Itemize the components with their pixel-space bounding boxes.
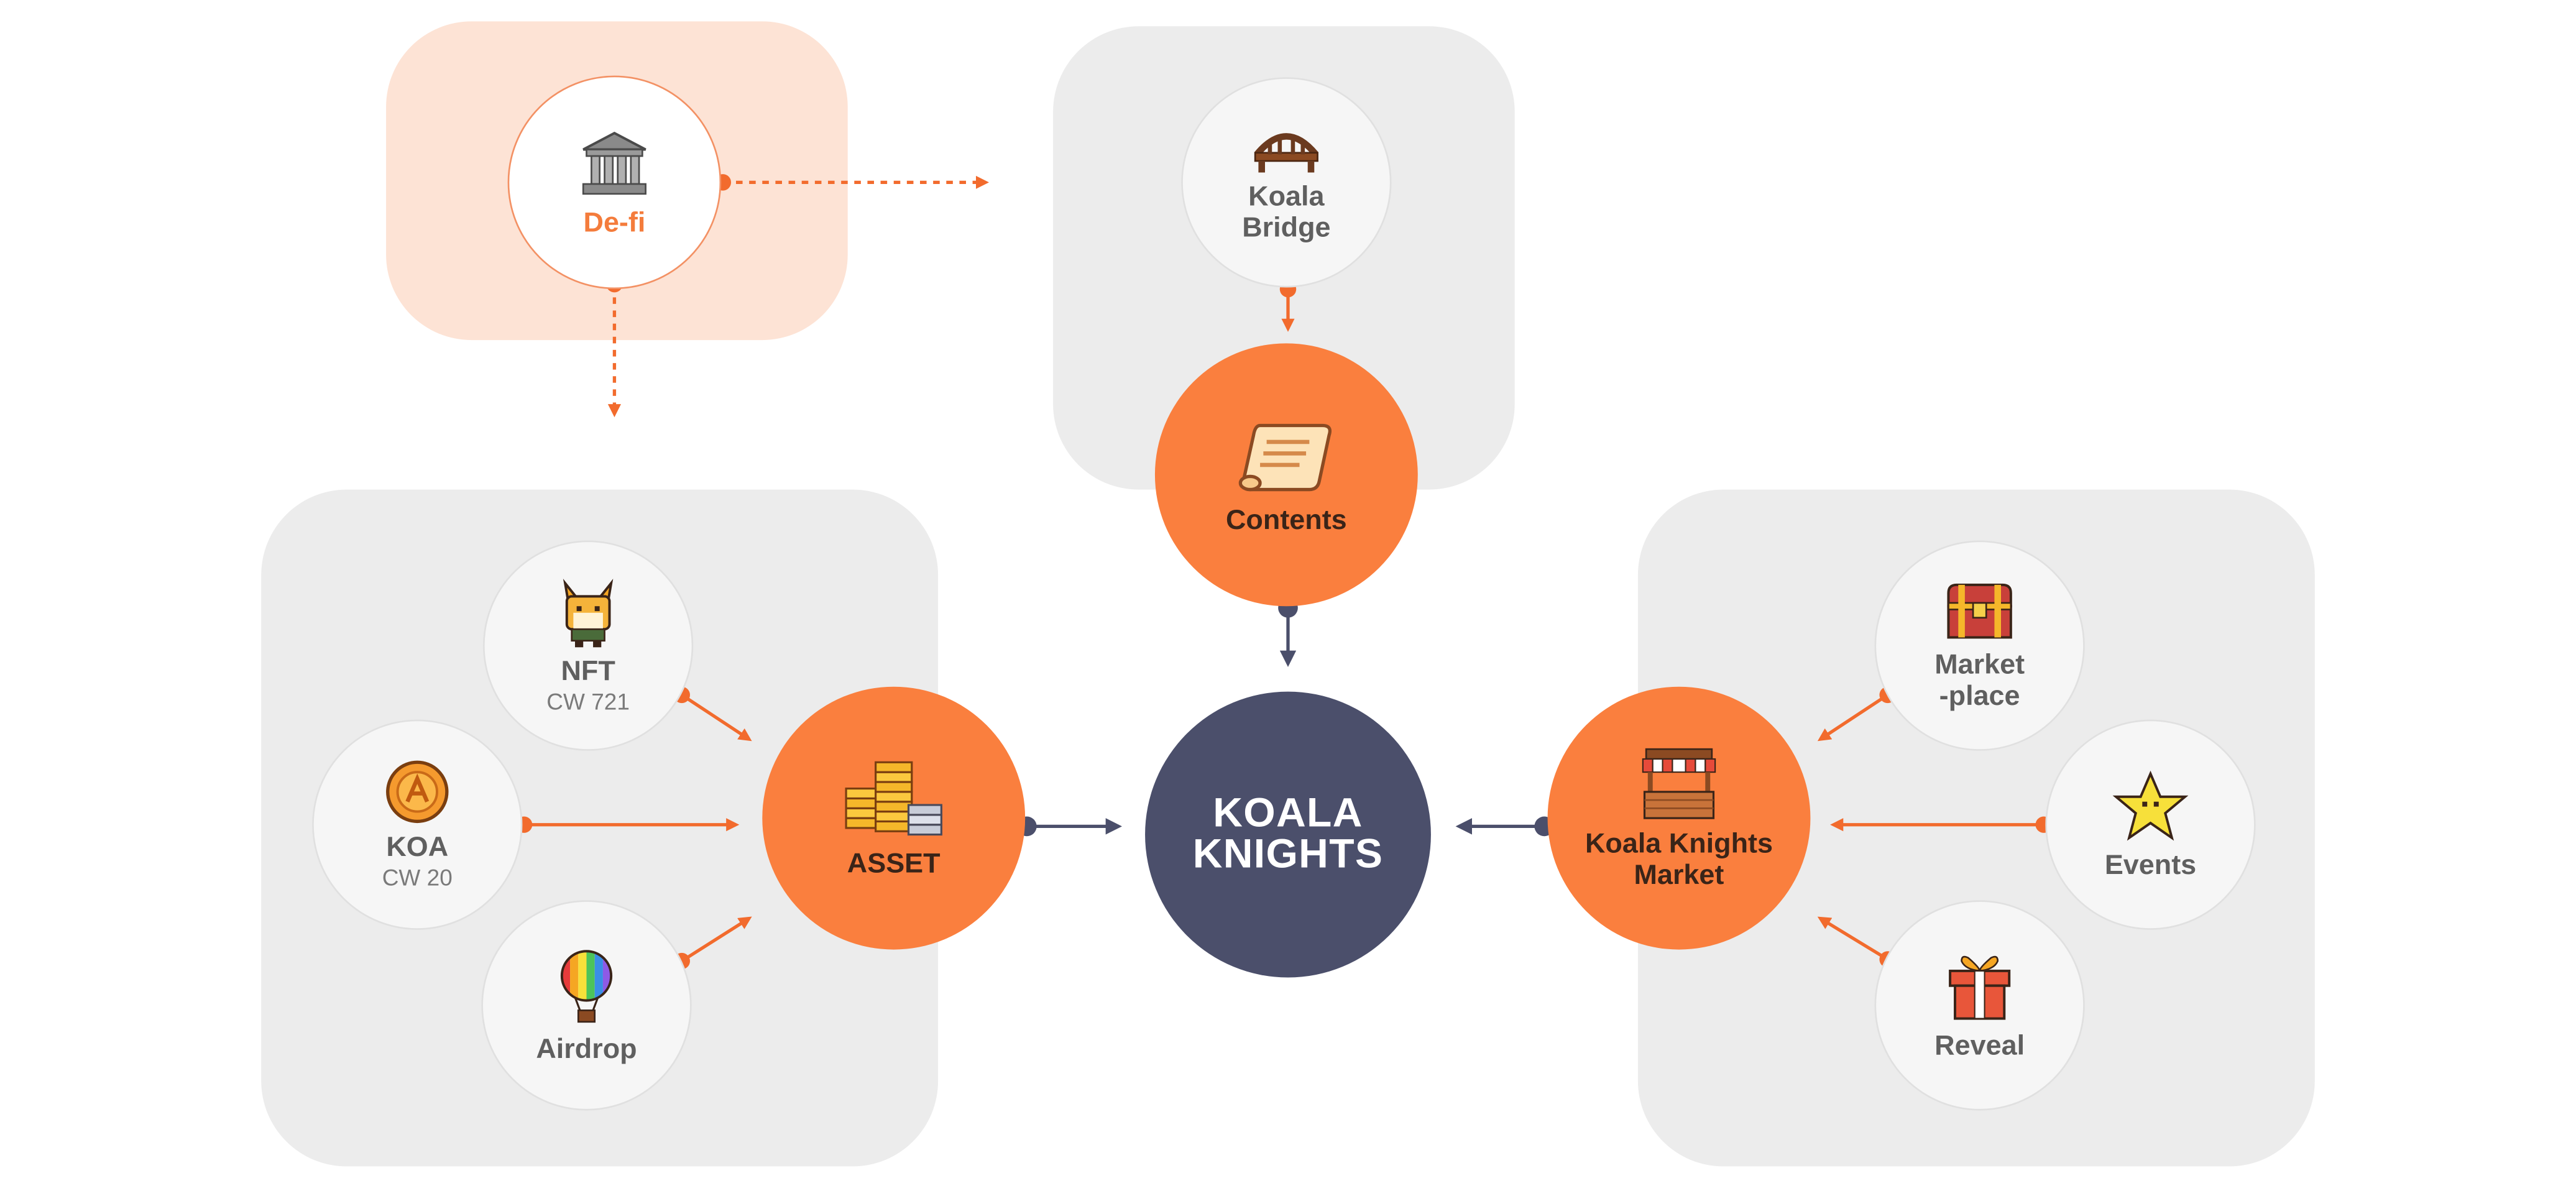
events-label: Events	[2104, 848, 2197, 880]
koa-sublabel: CW 20	[382, 864, 453, 891]
coin-icon	[386, 760, 449, 824]
asset-node[interactable]: ASSET	[762, 686, 1026, 950]
koala-knights-market-label: Koala Knights Market	[1585, 828, 1773, 891]
airdrop-to-asset-arrow	[673, 916, 752, 970]
nft-sublabel: CW 721	[546, 688, 630, 715]
market-to-center-arrow	[1455, 816, 1555, 837]
marketplace-to-market-arrow	[1817, 686, 1896, 742]
koa-node[interactable]: KOA CW 20	[312, 719, 523, 930]
koala-bridge-label: Koala Bridge	[1242, 180, 1331, 244]
reveal-node[interactable]: Reveal	[1874, 900, 2085, 1111]
marketplace-label: Market -place	[1934, 648, 2025, 712]
defi-right-arrow	[714, 174, 989, 191]
treasure-chest-icon	[1947, 583, 2012, 639]
koala-knights-center-node[interactable]: KOALA KNIGHTS	[1145, 691, 1431, 978]
koala-bridge-node[interactable]: Koala Bridge	[1181, 77, 1392, 288]
defi-node[interactable]: De-fi	[507, 75, 722, 290]
contents-node[interactable]: Contents	[1154, 343, 1418, 607]
nft-label: NFT	[561, 655, 615, 687]
koa-label: KOA	[386, 831, 449, 863]
defi-down-arrow	[606, 276, 623, 418]
asset-label: ASSET	[847, 847, 941, 878]
bank-icon	[582, 131, 646, 194]
koa-to-asset-arrow	[515, 816, 740, 833]
gift-box-icon	[1949, 955, 2011, 1019]
market-stall-icon	[1642, 748, 1716, 819]
defi-label: De-fi	[583, 206, 646, 237]
airdrop-label: Airdrop	[536, 1032, 637, 1064]
events-node[interactable]: Events	[2045, 719, 2256, 930]
asset-to-center-arrow	[1016, 816, 1123, 837]
koala-nft-icon	[563, 579, 614, 648]
koala-knights-logo-text: KOALA KNIGHTS	[1192, 790, 1384, 878]
bridge-icon	[1254, 133, 1319, 173]
nft-to-asset-arrow	[673, 686, 752, 742]
reveal-label: Reveal	[1934, 1029, 2025, 1060]
marketplace-node[interactable]: Market -place	[1874, 540, 2085, 751]
contents-label: Contents	[1225, 504, 1347, 535]
events-to-market-arrow	[1830, 816, 2052, 833]
balloon-icon	[560, 949, 613, 1022]
koala-knights-market-node[interactable]: Koala Knights Market	[1547, 686, 1811, 950]
airdrop-node[interactable]: Airdrop	[481, 900, 692, 1111]
contents-to-center-arrow	[1278, 598, 1298, 667]
coin-stack-icon	[845, 760, 942, 835]
nft-node[interactable]: NFT CW 721	[483, 540, 694, 751]
scroll-icon	[1238, 423, 1332, 490]
bridge-to-contents-arrow	[1279, 280, 1297, 332]
star-icon	[2112, 770, 2189, 840]
